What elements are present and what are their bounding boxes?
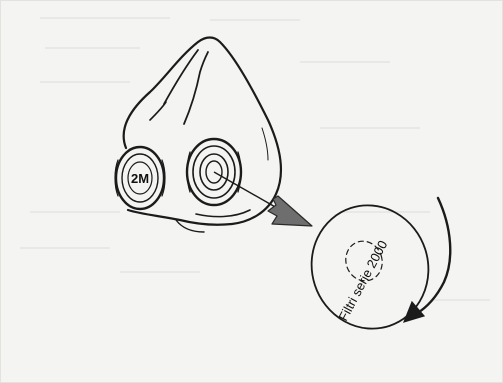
cartridge-marking: 2M xyxy=(131,171,149,186)
